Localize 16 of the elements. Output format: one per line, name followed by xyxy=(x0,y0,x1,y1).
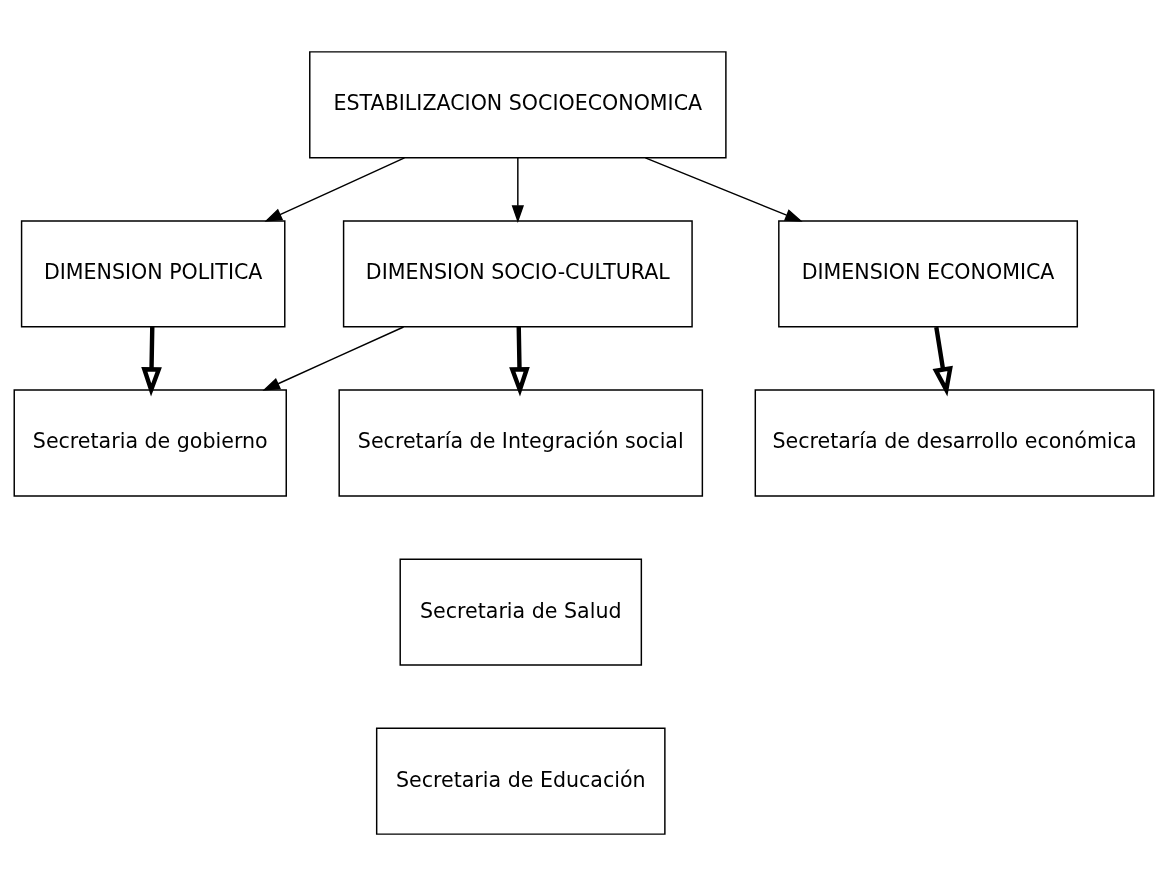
node-box: ESTABILIZACION SOCIOECONOMICA xyxy=(309,51,727,159)
arrow xyxy=(932,326,953,397)
node-box: Secretaría de desarrollo económica xyxy=(754,389,1155,497)
arrow xyxy=(262,326,405,391)
arrow xyxy=(644,157,803,222)
node-box: DIMENSION SOCIO-CULTURAL xyxy=(342,220,693,328)
node-box: Secretaria de Educación xyxy=(375,727,666,835)
node-box: Secretaria de gobierno xyxy=(13,389,287,497)
node-box: DIMENSION POLITICA xyxy=(20,220,286,328)
arrow xyxy=(264,157,406,222)
node-box: DIMENSION ECONOMICA xyxy=(778,220,1079,328)
node-box: Secretaria de Salud xyxy=(399,558,643,666)
node-box: Secretaría de Integración social xyxy=(338,389,704,497)
arrow xyxy=(511,157,524,224)
arrow xyxy=(141,327,162,397)
arrow xyxy=(509,327,530,397)
